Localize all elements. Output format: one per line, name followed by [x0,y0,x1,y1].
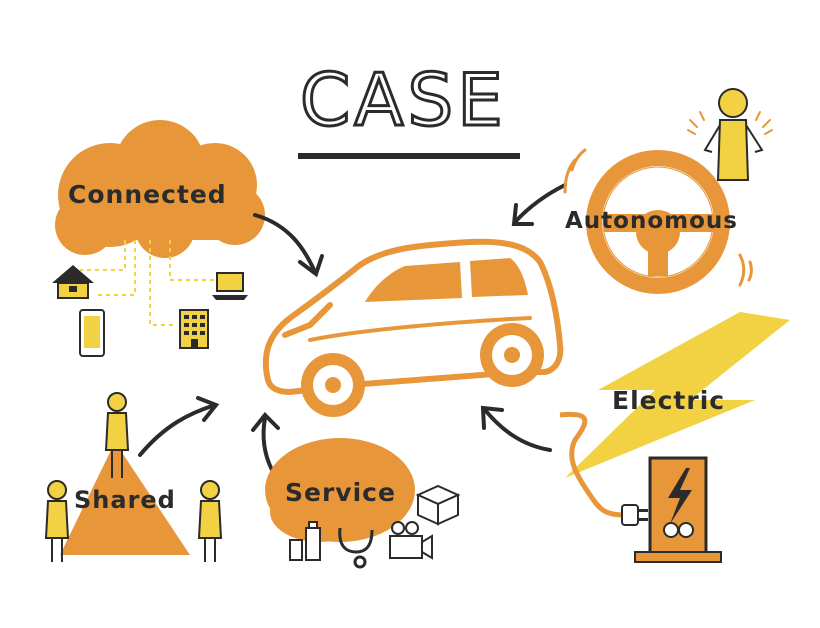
arrow-connected-to-car [253,213,317,274]
cloud-shape [55,120,265,258]
arrow-autonomous-to-car [513,183,567,224]
car-wheels [301,323,544,417]
laptop-icon [212,272,248,300]
bottles-icon [289,521,321,561]
label-service: Service [285,478,396,507]
person-icon-top [104,392,130,478]
steering-wheel-icon [563,148,753,294]
lightning-bolt-icon [565,312,790,478]
stethoscope-icon [338,527,374,569]
house-icon [52,265,94,299]
label-electric: Electric [612,386,726,415]
label-connected: Connected [68,180,227,209]
network-lines [80,240,215,326]
shared-triangle [60,442,190,555]
smartphone-icon [79,309,105,357]
person-icon-left [44,480,70,562]
charging-station-icon [634,456,722,563]
box-icon [415,484,461,526]
person-icon [703,88,764,181]
video-camera-icon [389,521,433,560]
arrows [138,183,567,472]
service-blob [265,438,415,542]
person-icon-right [197,480,223,562]
diagram-title: CASE [299,57,507,144]
label-autonomous: Autonomous [565,208,738,234]
label-shared: Shared [74,486,176,514]
confusion-marks [687,111,773,135]
car-windows [365,258,528,302]
arrow-service-to-car [261,416,274,472]
office-building-icon [179,309,209,349]
plug-icon [559,411,648,526]
arrow-shared-to-car [138,403,217,457]
title-underline [298,153,520,159]
arrow-electric-to-car [483,408,552,452]
